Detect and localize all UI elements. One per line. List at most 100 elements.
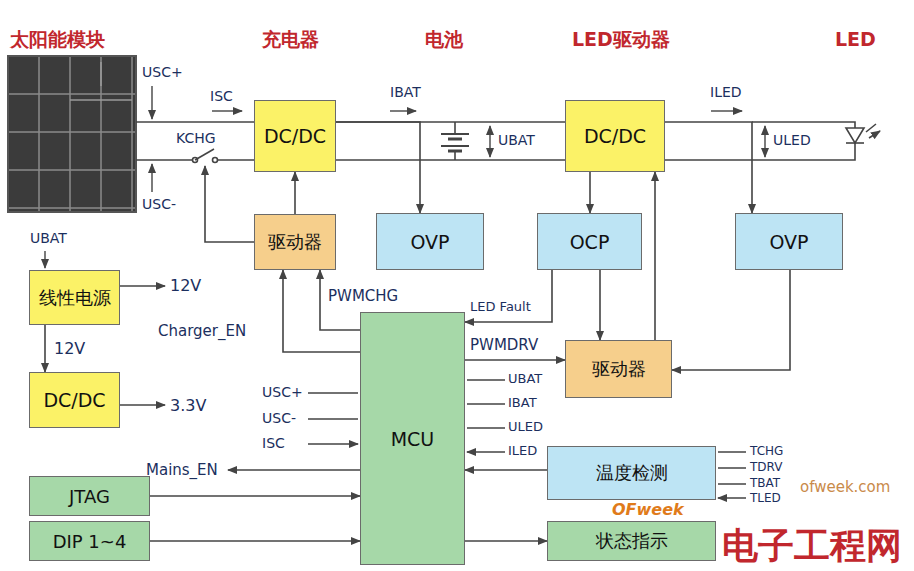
voltage-arrow [151,164,152,192]
connector [465,469,547,471]
solar-panel [8,56,136,212]
signal-name: 12V [54,339,85,358]
connector [44,325,46,372]
signal-name: Charger_EN [158,322,246,340]
block-label: 线性电源 [39,286,111,310]
block-label: DC/DC [43,389,105,411]
wire [336,159,565,161]
block-box: DC/DC [254,100,336,172]
supply-arrow [120,285,165,286]
signal-name: ULED [773,132,811,149]
signal-name: ILED [710,84,742,101]
connector [150,540,360,542]
connector [599,270,601,340]
signal-name: Mains_EN [146,461,218,479]
connector [465,270,552,322]
signal-name: UBAT [508,371,542,387]
block-label: OVP [769,231,808,253]
signal-name: ISC [262,435,285,452]
battery-symbol [441,122,469,160]
voltage-arrow [151,86,152,119]
wire [665,122,855,160]
power-wires [136,122,855,160]
block-box: 驱动器 [565,340,672,398]
block-label: 状态指示 [596,529,668,553]
block-box: DC/DC [29,372,120,428]
signal-name: 3.3V [170,396,206,415]
current-arrow [212,110,242,111]
led-symbol [846,124,880,143]
signal-name: USC- [142,196,176,213]
block-label: DC/DC [264,125,326,147]
signal-name: UBAT [498,132,535,149]
signal-name: IBAT [508,395,537,411]
watermark: 电子工程网 [722,524,902,567]
connector [589,172,591,213]
block-box: OVP [376,213,484,270]
control-wire [205,166,254,242]
battery-plate [448,139,462,151]
connector [465,359,565,361]
voltage-arrow [764,126,765,157]
signal-name: PWMCHG [328,287,398,305]
led-triangle [846,128,864,143]
led-rays [866,124,880,138]
connector [336,122,420,213]
column-heading: 电池 [425,28,463,51]
signal-name: TBAT [750,476,780,490]
block-label: DC/DC [584,125,646,147]
supply-arrow [120,404,165,405]
block-label: 温度检测 [596,461,668,485]
signal-name: ULED [508,419,543,435]
connector [465,540,547,542]
connector [665,122,752,213]
signal-name: LED Fault [470,299,531,315]
supply-arrow [44,251,45,268]
connector [654,172,656,340]
current-arrow [390,110,416,111]
watermark: OFweek [612,500,684,519]
solar-panel-cell [70,62,132,100]
wire [136,121,254,123]
block-box: DC/DC [565,100,665,172]
block-box: 状态指示 [547,521,716,561]
mcu-input-arrow [467,380,505,452]
switch-symbol [193,149,255,242]
block-label: OVP [410,231,449,253]
solar-panel-body [8,56,136,212]
signal-arrows [45,86,765,498]
block-box: 温度检测 [547,446,716,500]
column-heading: 太阳能模块 [10,28,105,51]
connector [672,270,790,370]
current-arrow [711,110,742,111]
column-heading: LED驱动器 [572,28,670,51]
block-label: DIP 1~4 [53,531,127,552]
signal-name: USC+ [142,64,183,81]
signal-name: 12V [170,276,201,295]
mcu-output-arrow [228,469,360,470]
watermark: ofweek.com [800,478,890,496]
signal-name: KCHG [176,130,216,147]
signal-name: ILED [508,443,537,459]
block-box: OCP [537,213,642,270]
battery-lead [454,122,456,160]
signal-name: PWMDRV [470,336,538,354]
block-label: 驱动器 [268,230,322,254]
connector [294,172,296,214]
signal-name: UBAT [30,230,67,247]
switch-lever [195,149,214,160]
block-label: JTAG [69,486,110,507]
mcu-box: MCU [360,312,465,565]
signal-name: USC+ [262,384,303,401]
column-heading: 充电器 [262,28,319,51]
block-box: OVP [735,213,843,270]
block-box: DIP 1~4 [29,521,150,561]
signal-name: IBAT [390,84,421,101]
block-label: MCU [391,428,435,450]
block-label: 驱动器 [592,357,646,381]
signal-name: TDRV [750,460,782,474]
column-heading: LED [835,28,876,51]
led-bar [846,142,864,144]
mcu-input-arrow [308,393,358,444]
